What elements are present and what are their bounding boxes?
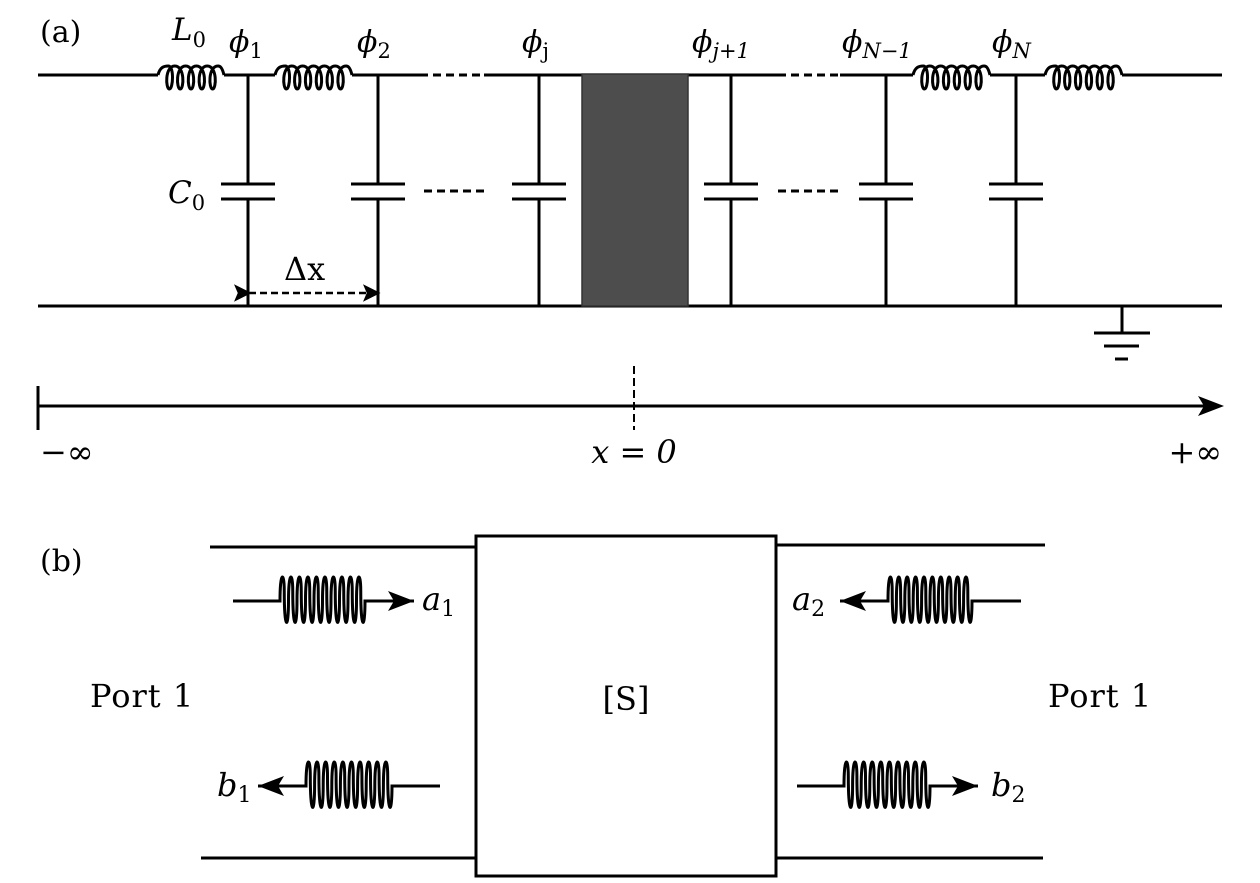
inductor-label: L0 bbox=[171, 12, 206, 52]
node-label: ϕ1 bbox=[229, 25, 263, 63]
node-labels: ϕ1 ϕ2 ϕj ϕj+1 ϕN−1 ϕN bbox=[229, 25, 1031, 63]
transmitted-wave-b2 bbox=[797, 760, 978, 809]
inductor-icon bbox=[273, 64, 354, 91]
node-label: ϕj bbox=[522, 25, 549, 63]
ground-icon bbox=[1094, 306, 1150, 361]
scatterer-block bbox=[581, 73, 689, 307]
capacitor-label: C0 bbox=[168, 175, 205, 215]
arrow-icon bbox=[840, 591, 866, 611]
wave-label-b1: b1 bbox=[217, 766, 251, 808]
panel-b: (b) [S] Port 1 Port 1 a1 b1 a2 b2 bbox=[40, 534, 1152, 878]
inductor-icon bbox=[1043, 64, 1124, 91]
position-axis: −∞ x = 0 +∞ bbox=[36, 366, 1224, 471]
node-label: ϕN bbox=[992, 25, 1031, 63]
capacitor-icon bbox=[351, 75, 405, 306]
axis-right-label: +∞ bbox=[1169, 433, 1222, 471]
inductor-icon bbox=[911, 64, 992, 91]
incident-wave-a2 bbox=[840, 575, 1021, 624]
wave-label-a1: a1 bbox=[422, 580, 455, 622]
capacitor-icon bbox=[704, 75, 758, 306]
panel-b-label: (b) bbox=[40, 544, 83, 579]
right-port-label: Port 1 bbox=[1048, 677, 1152, 715]
spacing-label: Δx bbox=[284, 250, 325, 288]
scattering-matrix-label: [S] bbox=[603, 680, 650, 718]
node-label: ϕN−1 bbox=[842, 25, 912, 63]
panel-a-label: (a) bbox=[40, 15, 81, 50]
node-label: ϕj+1 bbox=[692, 25, 750, 63]
left-port-label: Port 1 bbox=[90, 677, 194, 715]
wave-label-a2: a2 bbox=[792, 580, 825, 622]
capacitor-icon bbox=[859, 75, 913, 306]
wave-packets bbox=[233, 575, 1021, 809]
arrow-icon bbox=[388, 591, 414, 611]
node-label: ϕ2 bbox=[357, 25, 391, 63]
wave-label-b2: b2 bbox=[991, 766, 1025, 808]
axis-arrow-icon bbox=[1198, 396, 1224, 416]
capacitor-icon bbox=[221, 75, 275, 306]
inductor-icon bbox=[156, 64, 226, 91]
arrow-icon bbox=[952, 776, 978, 796]
inductors bbox=[156, 64, 1124, 91]
capacitor-icon bbox=[512, 75, 566, 306]
axis-origin-label: x = 0 bbox=[591, 433, 677, 471]
capacitor-icon bbox=[989, 75, 1043, 306]
panel-a: (a) bbox=[36, 12, 1224, 471]
reflected-wave-b1 bbox=[258, 760, 440, 809]
arrow-icon bbox=[258, 776, 284, 796]
scattering-matrix-box bbox=[474, 534, 778, 878]
axis-left-label: −∞ bbox=[40, 433, 93, 471]
incident-wave-a1 bbox=[233, 575, 414, 624]
